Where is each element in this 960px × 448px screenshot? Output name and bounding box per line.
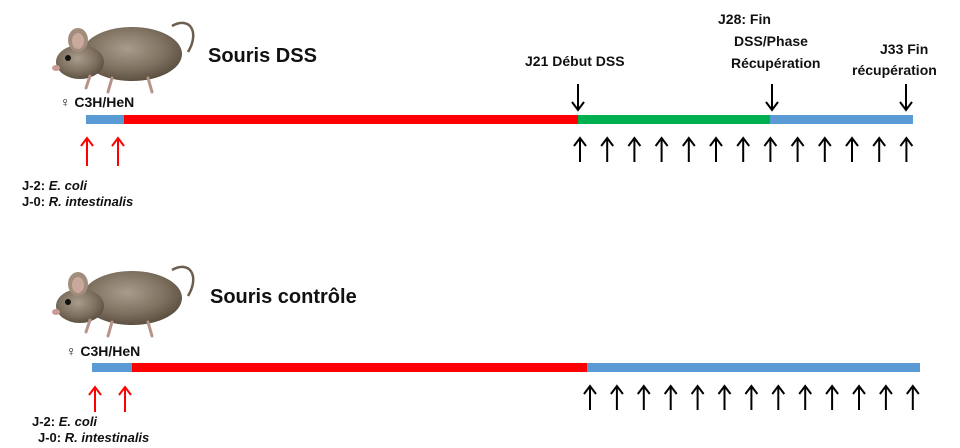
sampling-arrow: [845, 136, 859, 162]
gavage-entry: J-2: E. coli: [32, 414, 98, 429]
gavage-arrow: [80, 136, 94, 166]
timeline-bar: [92, 363, 920, 372]
gavage-arrow: [111, 136, 125, 166]
annotation-line: DSS/Phase: [734, 33, 808, 49]
event-arrows: [571, 84, 913, 112]
sampling-arrow: [736, 136, 750, 162]
sampling-arrow: [763, 136, 778, 162]
sampling-arrow: [906, 384, 920, 410]
strain-label: ♀ C3H/HeN: [60, 94, 134, 110]
gavage-entry: J-0: R. intestinalis: [22, 194, 134, 209]
sampling-arrow: [790, 136, 805, 162]
annotation-line: J28: Fin: [718, 11, 771, 27]
sampling-arrow: [798, 384, 812, 410]
gavage-arrow: [118, 385, 132, 412]
sampling-arrow: [825, 384, 839, 410]
sampling-arrow: [637, 384, 651, 410]
panel-title: Souris contrôle: [210, 286, 357, 308]
gavage-arrows: [80, 136, 125, 166]
panel-title: Souris DSS: [208, 45, 317, 67]
event-arrow: [571, 84, 585, 112]
sampling-arrow: [690, 384, 705, 410]
sampling-arrow: [654, 136, 669, 162]
gavage-arrows: [88, 385, 132, 412]
sampling-arrow: [717, 384, 732, 410]
annotation-dss-end: J28: Fin DSS/Phase Récupération: [718, 11, 820, 71]
baseline-segment: [92, 363, 132, 372]
sampling-arrow: [663, 384, 678, 410]
sampling-arrows: [573, 136, 914, 162]
sampling-arrow: [682, 136, 696, 162]
sampling-arrow: [573, 136, 587, 162]
event-arrow: [899, 84, 913, 112]
followup-segment: [587, 363, 920, 372]
sampling-arrow: [627, 136, 642, 162]
annotation-line: J33 Fin: [880, 41, 928, 57]
sampling-arrow: [610, 384, 624, 410]
sampling-arrow: [872, 136, 886, 162]
mouse-icon: [52, 21, 195, 94]
sampling-arrow: [583, 384, 597, 410]
sampling-arrow: [899, 136, 914, 162]
annotation-line: Récupération: [731, 55, 820, 71]
sampling-arrow: [818, 136, 832, 162]
sampling-arrow: [709, 136, 723, 162]
annotation-line: récupération: [852, 62, 937, 78]
event-arrow: [765, 84, 779, 112]
annotation-dss-start: J21 Début DSS: [525, 53, 625, 69]
sampling-arrow: [600, 136, 614, 162]
sampling-arrow: [879, 384, 893, 410]
recovery-segment: [770, 115, 913, 124]
baseline-segment: [86, 115, 124, 124]
mouse-icon: [52, 265, 195, 338]
gavage-arrow: [88, 385, 102, 412]
timeline-bar: [86, 115, 913, 124]
annotation-recovery-end: J33 Fin récupération: [852, 41, 937, 78]
strain-label: ♀ C3H/HeN: [66, 343, 140, 359]
gavage-entry: J-0: R. intestinalis: [38, 430, 150, 445]
sampling-arrows: [583, 384, 920, 410]
sampling-arrow: [771, 384, 786, 410]
colonization-segment: [132, 363, 587, 372]
sampling-arrow: [744, 384, 759, 410]
colonization-segment: [124, 115, 578, 124]
dss-segment: [578, 115, 770, 124]
gavage-entry: J-2: E. coli: [22, 178, 88, 193]
gavage-legend: J-2: E. coli J-0: R. intestinalis: [22, 178, 133, 210]
sampling-arrow: [852, 384, 866, 410]
gavage-legend: J-2: E. coli J-0: R. intestinalis: [32, 414, 149, 446]
